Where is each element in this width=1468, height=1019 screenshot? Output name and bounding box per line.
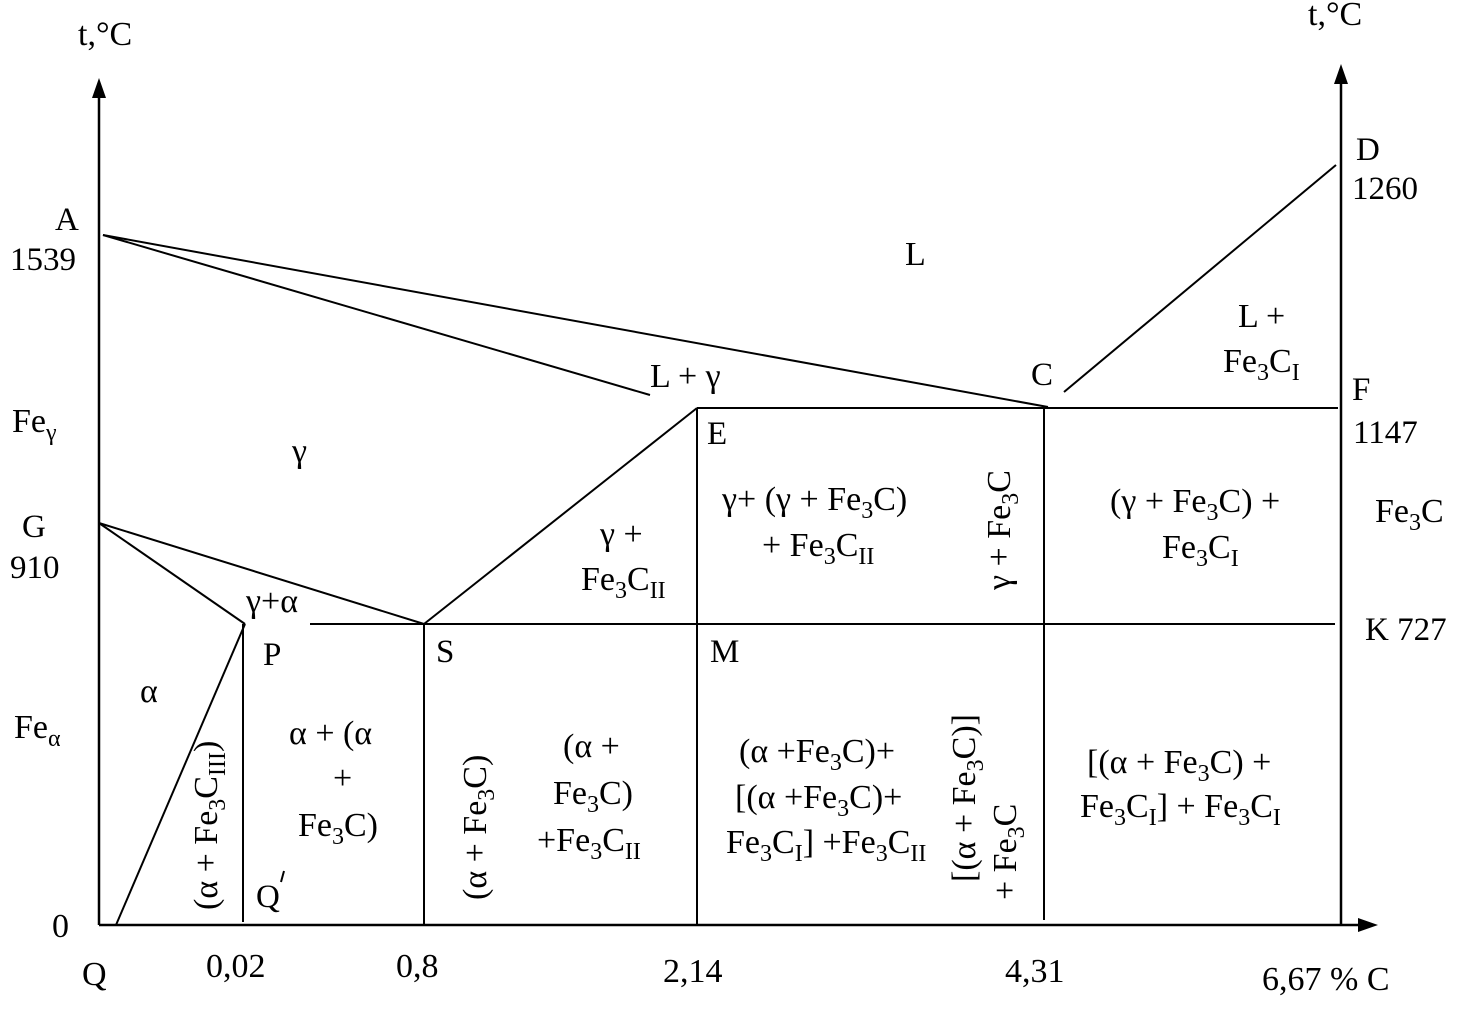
temp-1147: 1147 xyxy=(1353,415,1418,451)
point-g: G xyxy=(22,509,46,545)
point-p: P xyxy=(263,637,281,673)
region-gamma: γ xyxy=(291,433,307,470)
temp-1260: 1260 xyxy=(1352,171,1418,207)
svg-text:Fe3CII: Fe3CII xyxy=(581,561,666,604)
fe3c-right-label: Fe3C xyxy=(1375,493,1444,536)
svg-text:[(α + Fe3C) +: [(α + Fe3C) + xyxy=(1087,744,1271,787)
svg-text:[(α + Fe3C)]: [(α + Fe3C)] xyxy=(946,714,989,882)
region-eutectic-vertical: γ + Fe3C xyxy=(981,470,1024,591)
svg-text:α + (α: α + (α xyxy=(289,715,372,752)
region-liquid: L xyxy=(905,236,926,273)
region-alpha-fe3c-iii: (α + Fe3CIII) xyxy=(188,741,231,910)
point-k-727: K 727 xyxy=(1365,612,1447,648)
svg-text:+Fe3CII: +Fe3CII xyxy=(537,822,641,865)
svg-text:Q: Q xyxy=(256,879,280,915)
region-l-fe3c-i: L + Fe3CI xyxy=(1223,298,1300,386)
axes xyxy=(92,64,1378,932)
svg-text:(α +: (α + xyxy=(563,728,620,765)
region-hypoeutectic-white-iron: (α +Fe3C)+ [(α +Fe3C)+ Fe3CI] +Fe3CII xyxy=(726,733,926,867)
point-f: F xyxy=(1352,372,1370,408)
region-gamma-fe3c-ii: γ + Fe3CII xyxy=(581,516,666,604)
svg-text:Fe3C): Fe3C) xyxy=(298,807,378,850)
region-hypereutectic-ledeburite: (γ + Fe3C) + Fe3CI xyxy=(1110,483,1280,572)
temp-910: 910 xyxy=(10,550,60,586)
line-es xyxy=(423,407,698,625)
svg-text:γ+ (γ + Fe3C): γ+ (γ + Fe3C) xyxy=(721,481,907,524)
svg-text:+ Fe3C: + Fe3C xyxy=(987,804,1030,900)
region-l-plus-gamma: L + γ xyxy=(650,358,721,395)
region-hypoeutectoid: α + (α + Fe3C) xyxy=(289,715,378,850)
y-zero-label: 0 xyxy=(52,908,69,945)
region-hypereutectoid: (α + Fe3C) +Fe3CII xyxy=(537,728,641,865)
fe-alpha-label: Feα xyxy=(14,709,61,752)
svg-text:[(α +Fe3C)+: [(α +Fe3C)+ xyxy=(735,779,902,822)
x-unit-label: 6,67 % C xyxy=(1262,961,1390,998)
point-a: A xyxy=(55,202,79,238)
svg-text:γ +: γ + xyxy=(599,516,643,553)
point-s: S xyxy=(436,634,454,670)
point-q-prime: Q xyxy=(256,870,285,915)
svg-text:+ Fe3CII: + Fe3CII xyxy=(762,527,874,570)
x-tick-4-31: 4,31 xyxy=(1005,953,1065,990)
x-tick-0-8: 0,8 xyxy=(396,948,439,985)
point-m: M xyxy=(710,634,739,670)
svg-text:Fe3CI: Fe3CI xyxy=(1223,343,1300,386)
svg-text:Fe3CI] +Fe3CII: Fe3CI] +Fe3CII xyxy=(726,824,926,867)
liquidus-cd xyxy=(1063,164,1337,393)
region-eutectic-white-iron-vertical: [(α + Fe3C)] + Fe3C xyxy=(946,714,1030,900)
svg-text:+: + xyxy=(333,760,352,797)
point-d: D xyxy=(1356,132,1380,168)
x-tick-2-14: 2,14 xyxy=(663,953,723,990)
phase-lines xyxy=(98,164,1338,926)
region-pearlite-vertical: (α + Fe3C) xyxy=(457,755,500,900)
svg-text:Fe3CI] + Fe3CI: Fe3CI] + Fe3CI xyxy=(1080,788,1281,831)
line-pq xyxy=(115,623,246,926)
svg-text:(α +Fe3C)+: (α +Fe3C)+ xyxy=(739,733,895,776)
solidus-ae xyxy=(102,234,651,396)
fe-gamma-label: Feγ xyxy=(12,403,57,446)
region-hypereutectic-white-iron: [(α + Fe3C) + Fe3CI] + Fe3CI xyxy=(1080,744,1281,831)
region-hypoeutectic-ledeburite: γ+ (γ + Fe3C) + Fe3CII xyxy=(721,481,907,570)
svg-text:Fe3C): Fe3C) xyxy=(553,775,633,818)
right-axis-title: t,°C xyxy=(1308,0,1362,33)
origin-q-label: Q xyxy=(82,956,107,993)
line-gs xyxy=(98,522,425,625)
point-c: C xyxy=(1031,357,1053,393)
svg-text:(γ + Fe3C) +: (γ + Fe3C) + xyxy=(1110,483,1280,526)
left-axis-title: t,°C xyxy=(78,16,132,53)
region-alpha: α xyxy=(140,673,158,710)
temp-1539: 1539 xyxy=(10,242,76,278)
right-axis-arrowhead xyxy=(1334,64,1348,84)
liquidus-ac xyxy=(102,234,1049,408)
svg-text:Fe3CI: Fe3CI xyxy=(1162,529,1239,572)
point-e: E xyxy=(707,416,727,452)
region-gamma-alpha: γ+α xyxy=(245,583,298,620)
left-axis-arrowhead xyxy=(92,78,106,98)
x-tick-0-02: 0,02 xyxy=(206,948,266,985)
line-gp xyxy=(98,522,246,625)
carbon-axis-arrowhead xyxy=(1358,918,1378,932)
svg-text:L +: L + xyxy=(1238,298,1285,335)
